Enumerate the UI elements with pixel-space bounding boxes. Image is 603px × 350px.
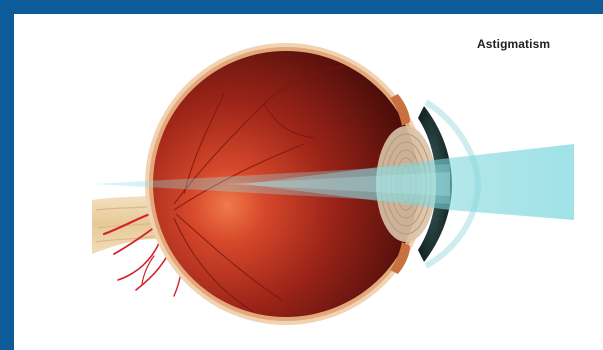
eye-illustration [14, 14, 603, 350]
illustration-panel: Astigmatism [14, 14, 603, 350]
figure-title: Astigmatism [477, 37, 550, 51]
